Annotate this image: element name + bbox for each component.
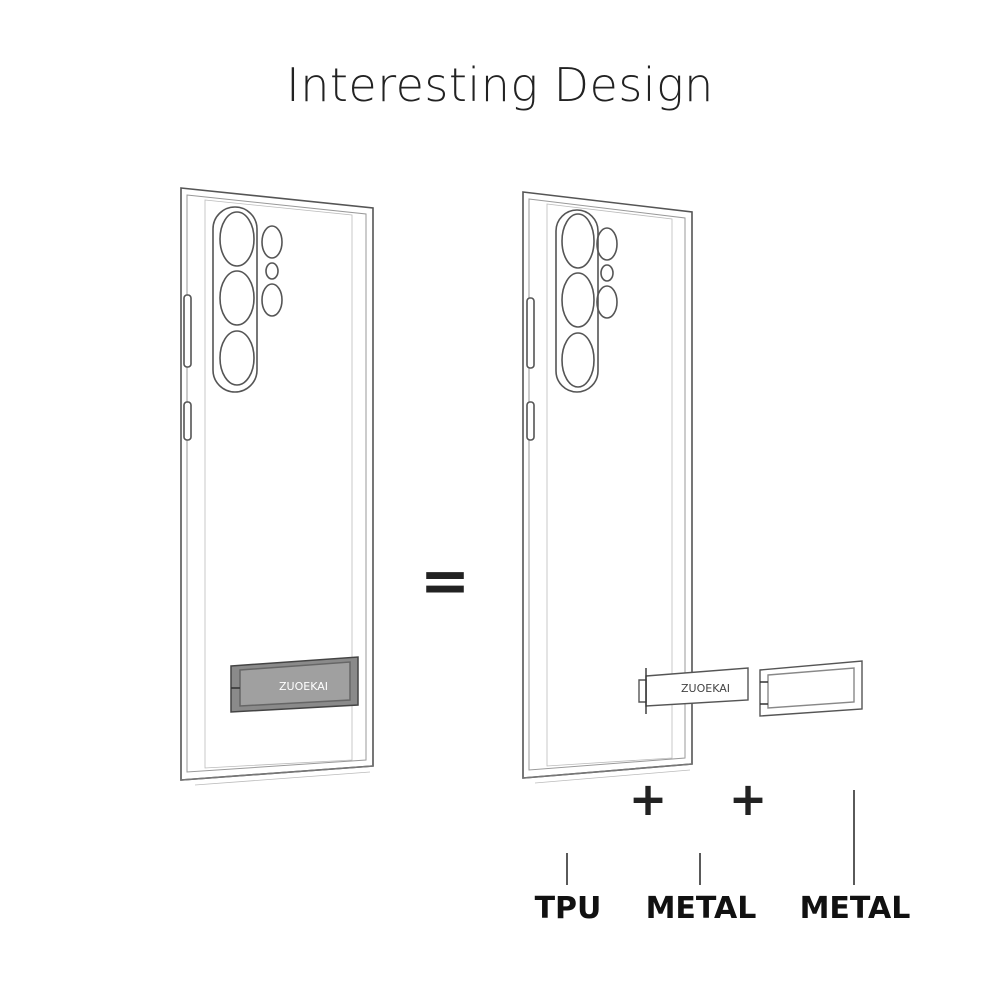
metal-plate-brand: ZUOEKAI xyxy=(681,682,730,695)
metal-frame xyxy=(759,660,863,717)
kickstand-inset xyxy=(230,656,359,713)
label-metal-1: METAL xyxy=(645,891,757,926)
metal-plate xyxy=(638,667,749,714)
phone-case-assembled xyxy=(180,187,374,786)
label-metal-2: METAL xyxy=(799,891,911,926)
plus-sign-1: + xyxy=(629,772,668,826)
phone-case-tpu xyxy=(522,191,693,784)
label-tpu: TPU xyxy=(534,891,602,926)
equals-sign: = xyxy=(420,546,470,616)
kickstand-brand: ZUOEKAI xyxy=(279,680,328,693)
plus-sign-2: + xyxy=(729,772,768,826)
page-title: Interesting Design xyxy=(286,58,714,112)
